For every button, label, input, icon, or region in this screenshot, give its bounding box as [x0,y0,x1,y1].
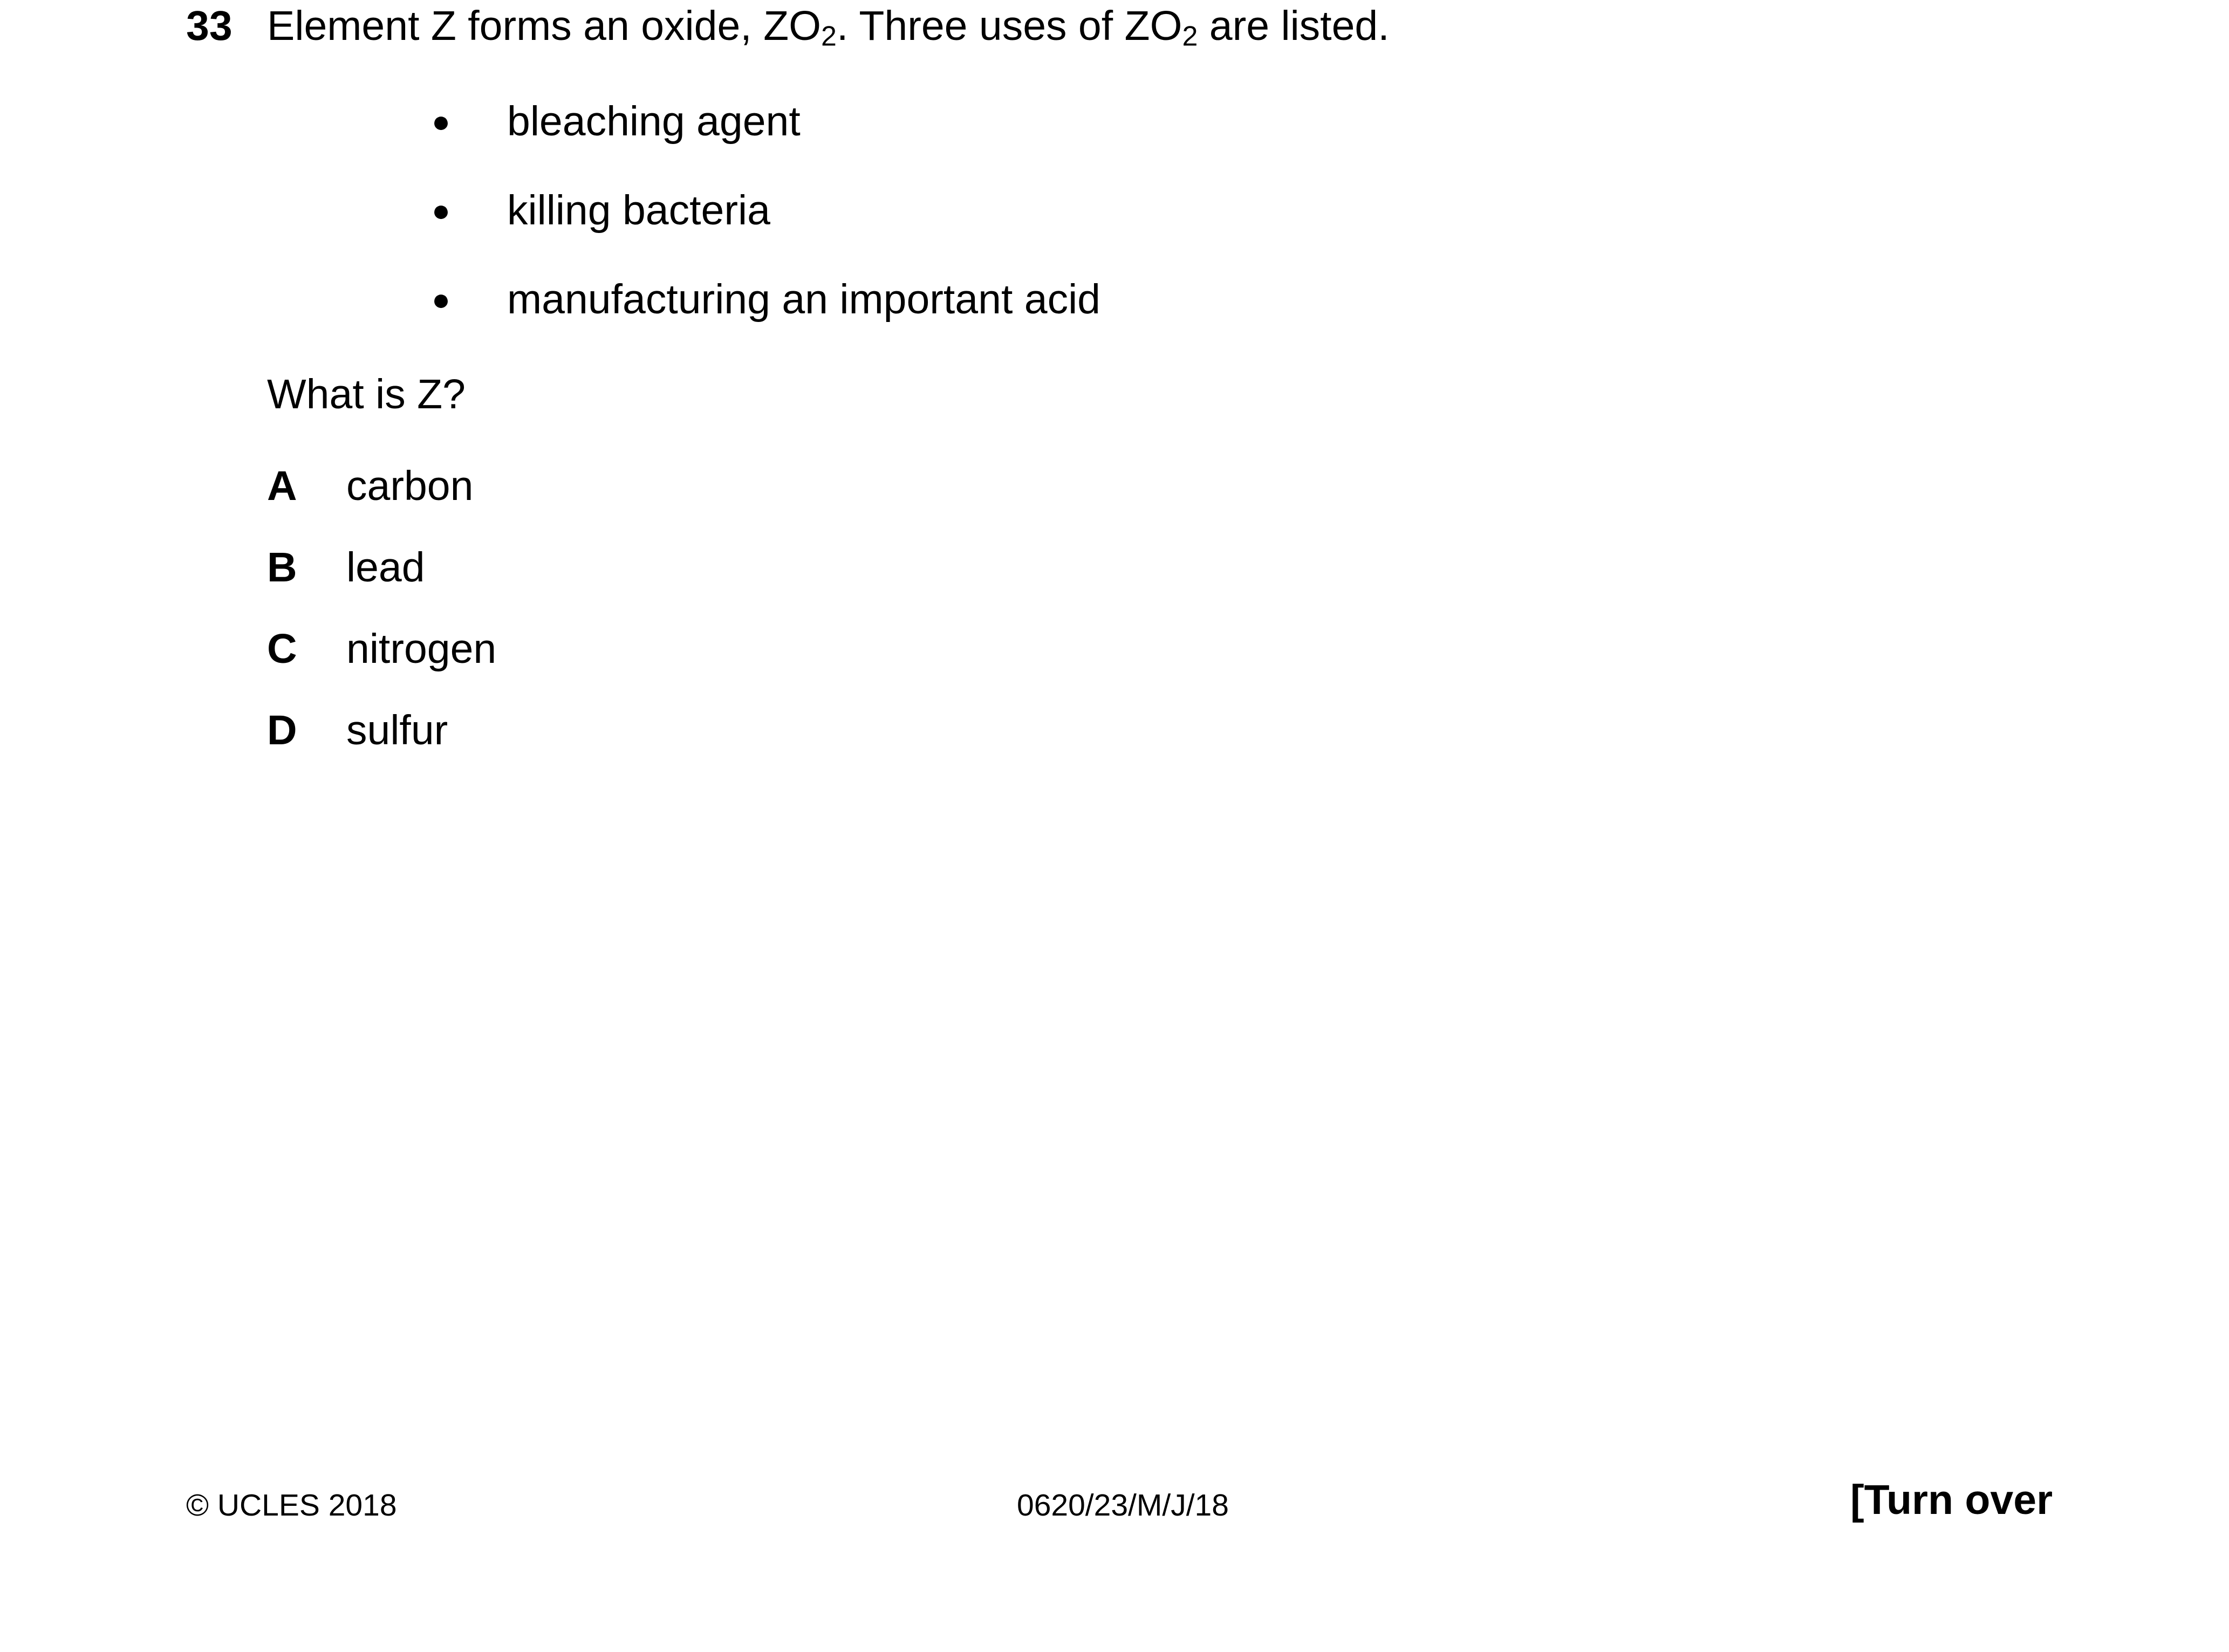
option-letter-d: D [267,707,297,753]
stem-text-3: are listed. [1198,3,1390,49]
stem-text-2: . Three uses of ZO [836,3,1182,49]
option-text-c: nitrogen [346,626,497,672]
stem-text-1: Element Z forms an oxide, ZO [267,3,822,49]
question-number: 33 [186,3,233,49]
bullet-icon: ● [432,193,451,228]
bullet-icon: ● [432,282,451,317]
bullet-icon: ● [432,104,451,139]
use-item: bleaching agent [507,98,801,145]
question-prompt: What is Z? [267,371,466,417]
option-text-a: carbon [346,463,474,509]
option-letter-a: A [267,463,297,509]
option-text-d: sulfur [346,707,448,753]
option-letter-b: B [267,544,297,591]
question-stem: Element Z forms an oxide, ZO2. Three use… [267,3,1390,51]
turn-over-label: [Turn over [1850,1477,2053,1523]
stem-subscript-2: 2 [1182,20,1198,52]
stem-subscript-1: 2 [821,20,837,52]
option-text-b: lead [346,544,425,591]
use-item: manufacturing an important acid [507,276,1100,323]
use-item: killing bacteria [507,187,770,234]
paper-code: 0620/23/M/J/18 [1017,1488,1229,1523]
copyright-notice: © UCLES 2018 [186,1488,397,1523]
option-letter-c: C [267,626,297,672]
